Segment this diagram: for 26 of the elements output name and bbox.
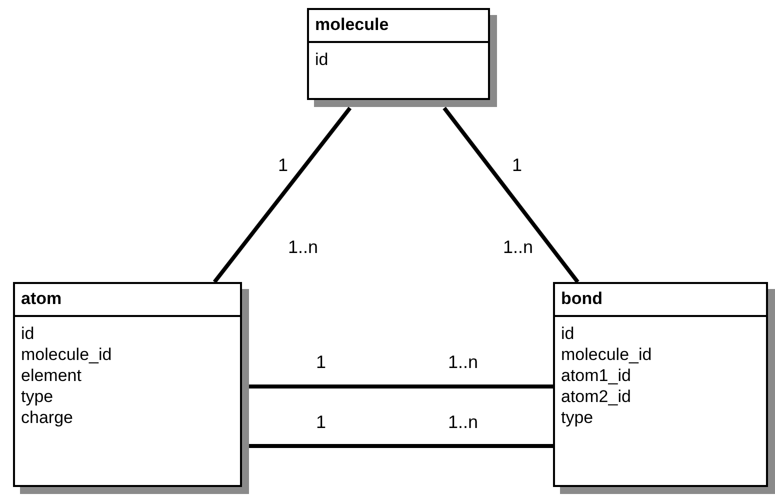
multiplicity-label: 1 — [316, 352, 326, 373]
attribute-name: element — [21, 365, 82, 386]
attribute-name: charge — [21, 407, 73, 428]
multiplicity-label: 1 — [512, 155, 522, 176]
attribute-name: type — [561, 407, 594, 428]
entity-name: atom — [21, 288, 62, 309]
entity-name: molecule — [315, 14, 389, 35]
attribute-name: atom2_id — [561, 386, 631, 407]
attribute-name: molecule_id — [21, 344, 112, 365]
relationship-line — [249, 384, 553, 389]
attribute-name: atom1_id — [561, 365, 631, 386]
multiplicity-label: 1 — [278, 155, 288, 176]
attribute-name: id — [315, 49, 328, 70]
attribute-name: type — [21, 386, 54, 407]
multiplicity-label: 1..n — [448, 412, 478, 433]
multiplicity-label: 1..n — [448, 352, 478, 373]
multiplicity-label: 1..n — [288, 237, 318, 258]
relationship-line — [442, 106, 580, 284]
multiplicity-label: 1 — [316, 412, 326, 433]
attribute-name: id — [21, 323, 34, 344]
multiplicity-label: 1..n — [503, 237, 534, 258]
attribute-name: molecule_id — [561, 344, 652, 365]
relationship-line — [249, 444, 553, 448]
relationship-line — [212, 106, 352, 284]
entity-name: bond — [561, 288, 603, 309]
attribute-name: id — [561, 323, 574, 344]
